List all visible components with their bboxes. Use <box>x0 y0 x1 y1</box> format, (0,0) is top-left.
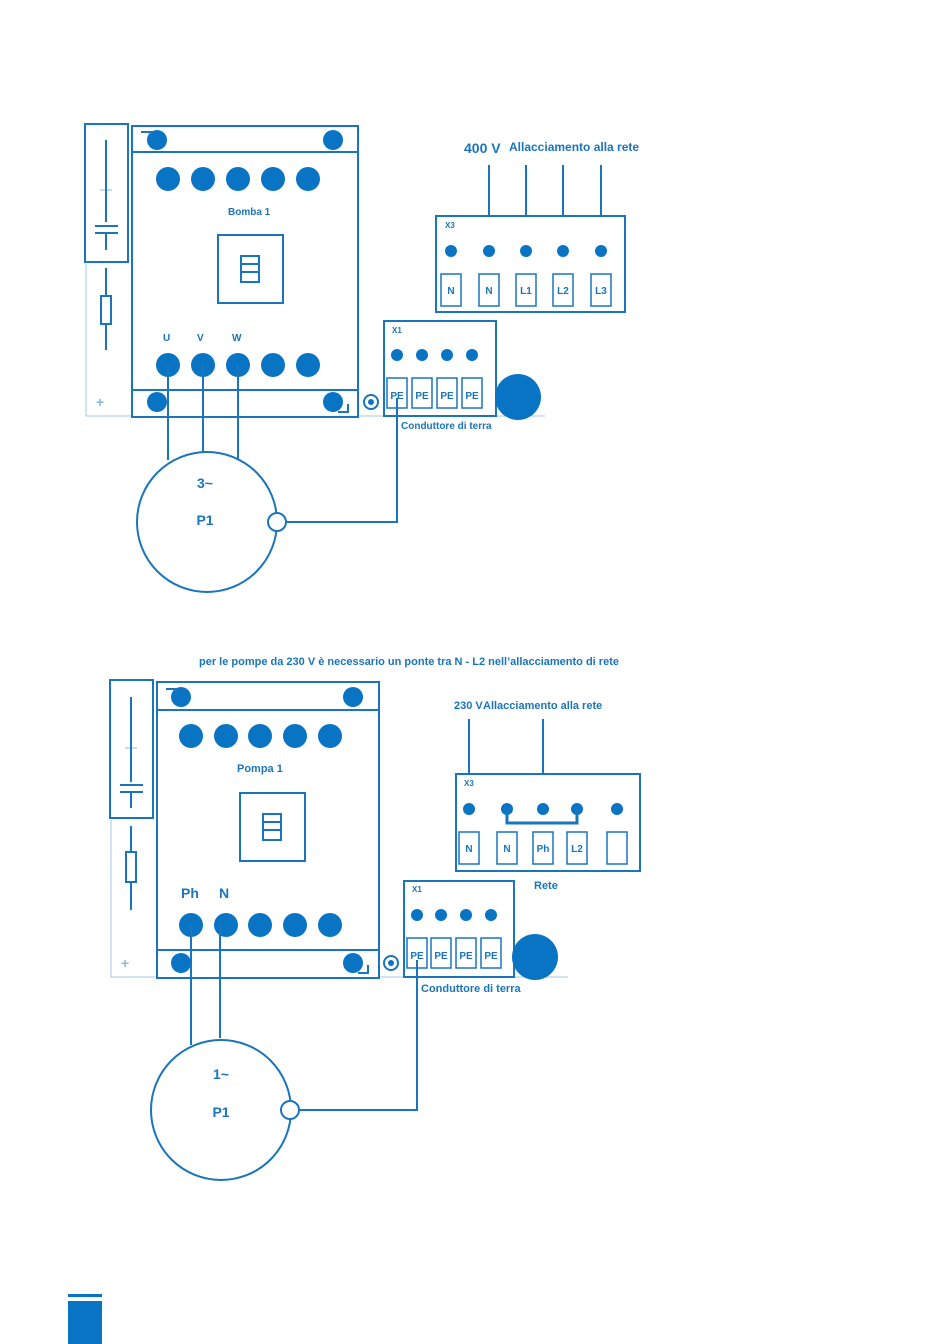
svg-text:+: + <box>96 394 104 410</box>
supply-label: Allacciamento alla rete <box>483 700 602 712</box>
x3-terminal-n1: N <box>465 844 472 855</box>
page-tab-line <box>68 1294 102 1297</box>
x1-terminal-pe4: PE <box>484 951 498 962</box>
motor-name-label: P1 <box>212 1104 229 1120</box>
terminal-n-label: N <box>219 885 229 901</box>
bridge-note: per le pompe da 230 V è necessario un po… <box>199 656 619 668</box>
x3-label: X3 <box>464 779 474 788</box>
terminal-block-x3: X3 N N Ph L2 <box>456 774 640 871</box>
motor-phase-label: 3~ <box>197 475 213 491</box>
page-corner-tab <box>68 1294 102 1344</box>
x3-terminal-l1: L1 <box>520 286 532 297</box>
rete-label: Rete <box>534 880 558 892</box>
earth-label: Conduttore di terra <box>401 421 492 432</box>
motor-name-label: P1 <box>196 512 213 528</box>
x3-terminal-n2: N <box>503 844 510 855</box>
terminal-block-x1: X1 PE PE PE PE <box>384 321 541 420</box>
earth-connector <box>512 934 558 980</box>
x1-label: X1 <box>412 885 422 894</box>
x3-terminal-n1: N <box>447 286 454 297</box>
control-board: Pompa 1 Ph N <box>157 682 398 978</box>
x3-terminal-l3: L3 <box>595 286 607 297</box>
svg-text:+: + <box>121 955 129 971</box>
supply-label: Allacciamento alla rete <box>509 140 639 154</box>
supply-voltage: 400 V <box>464 140 501 156</box>
terminal-u-label: U <box>163 333 170 344</box>
x3-terminal-n2: N <box>485 286 492 297</box>
x1-terminal-pe3: PE <box>440 391 454 402</box>
terminal-w-label: W <box>232 333 242 344</box>
x1-terminal-pe2: PE <box>415 391 429 402</box>
page-tab-block <box>68 1301 102 1344</box>
supply-voltage: 230 V <box>454 700 483 712</box>
diagram-400v: + Bomba 1 U V W <box>85 124 639 592</box>
diagram-230v: + Pompa 1 Ph N <box>110 680 640 1180</box>
x1-label: X1 <box>392 326 402 335</box>
motor-phase-label: 1~ <box>213 1066 229 1082</box>
terminal-ph-label: Ph <box>181 885 199 901</box>
x3-terminal-ph: Ph <box>537 844 550 855</box>
terminal-block-x1: X1 PE PE PE PE <box>404 881 558 980</box>
x3-label: X3 <box>445 221 455 230</box>
x1-terminal-pe3: PE <box>459 951 473 962</box>
x3-terminal-l2: L2 <box>557 286 569 297</box>
earth-connector <box>495 374 541 420</box>
module-label: Bomba 1 <box>228 207 271 218</box>
x3-terminal-l2: L2 <box>571 844 583 855</box>
module-label: Pompa 1 <box>237 763 283 775</box>
earth-label: Conduttore di terra <box>421 983 521 995</box>
terminal-v-label: V <box>197 333 204 344</box>
terminal-block-x3: X3 N N L1 L2 L3 <box>436 216 625 312</box>
x1-terminal-pe4: PE <box>465 391 479 402</box>
x1-terminal-pe2: PE <box>434 951 448 962</box>
